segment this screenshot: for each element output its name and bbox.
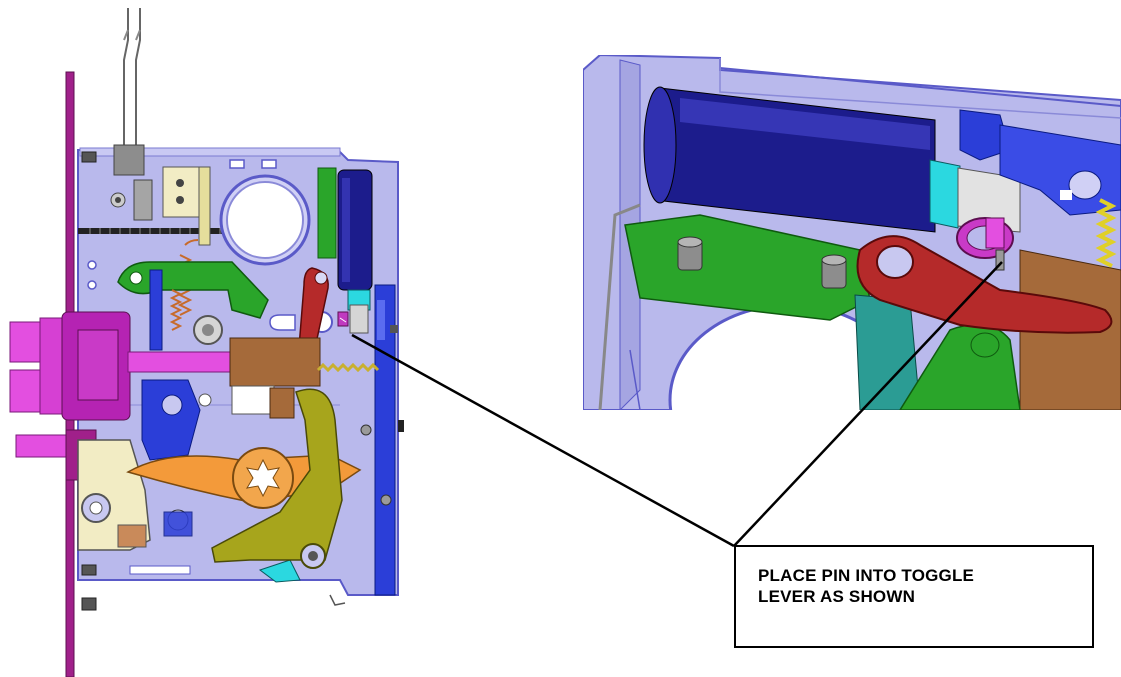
detail-view (583, 55, 1121, 410)
blue-side-plate (374, 284, 404, 596)
leader-lines (351, 261, 1003, 548)
detail-blue-part (959, 109, 1121, 216)
magenta-hub (9, 311, 239, 481)
washer (193, 315, 223, 345)
case-screws (81, 151, 97, 611)
wire-connector (110, 144, 153, 221)
hub-opening (219, 174, 311, 266)
callout-text: PLACE PIN INTO TOGGLE LEVER AS SHOWN (758, 565, 1078, 607)
callout-line-1: PLACE PIN INTO TOGGLE (758, 566, 975, 585)
cream-bracket-top (162, 166, 211, 246)
cyan-part (258, 559, 301, 583)
toggle-pin (337, 311, 349, 327)
blue-lever (141, 269, 201, 537)
cream-bracket-bottom (77, 439, 151, 551)
mortise-lock-full-view (9, 8, 404, 677)
solenoid (337, 169, 373, 334)
threaded-rod (78, 228, 228, 234)
spring-2 (169, 289, 183, 331)
detail-screws (677, 236, 847, 289)
detail-red-toggle-lever (856, 235, 1113, 334)
callout-box: PLACE PIN INTO TOGGLE LEVER AS SHOWN (734, 545, 1094, 648)
wire-leads (123, 8, 141, 145)
olive-lever (211, 388, 343, 569)
green-bracket (317, 167, 337, 259)
detail-solenoid (643, 86, 1021, 233)
latch-spring (316, 362, 380, 373)
detail-spring (1095, 198, 1117, 268)
callout-line-2: LEVER AS SHOWN (758, 587, 916, 606)
latch-block (198, 337, 321, 419)
detail-toggle-pin (956, 217, 1014, 271)
